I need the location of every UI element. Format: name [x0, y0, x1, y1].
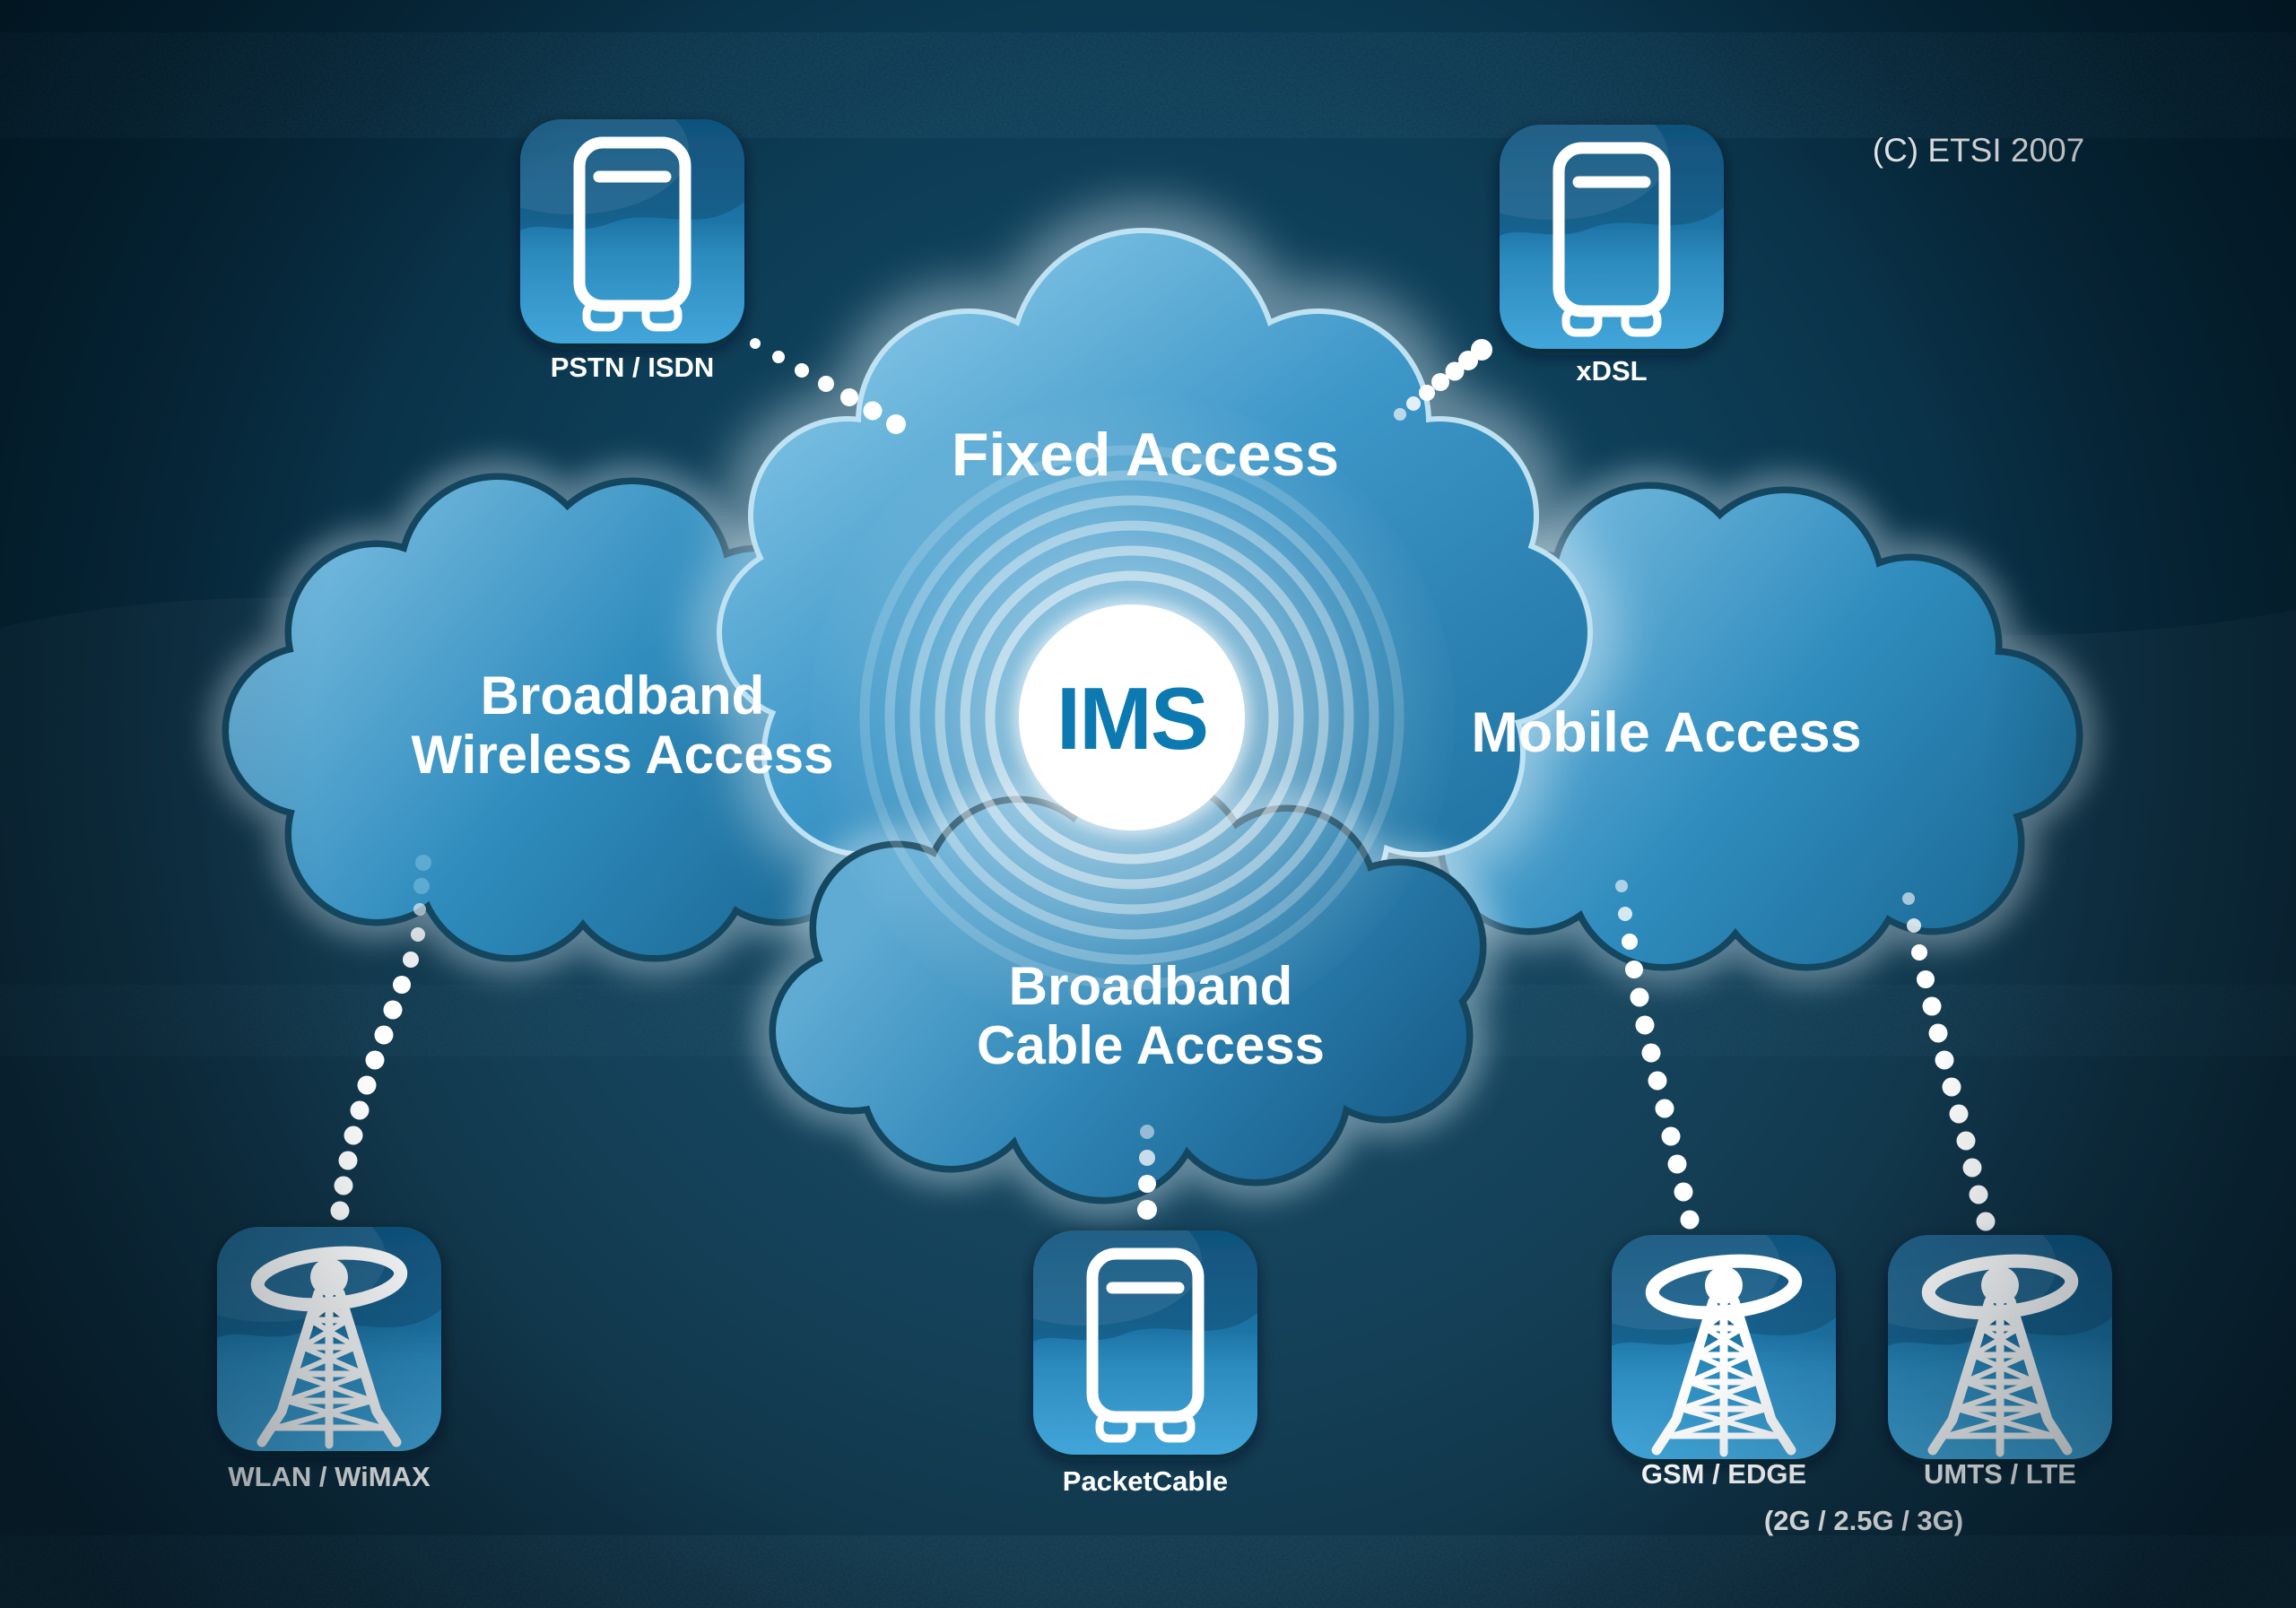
cloud-label-bwa-line1: Broadband: [481, 665, 765, 726]
device-label-pstn-isdn: PSTN / ISDN: [551, 352, 715, 383]
ims-core: IMS: [809, 395, 1455, 1040]
cloud-label-bca-line2: Cable Access: [977, 1015, 1325, 1075]
ims-label: IMS: [1057, 669, 1207, 768]
device-label-wlan-wimax: WLAN / WiMAX: [228, 1461, 430, 1492]
noise-band-bottom: [0, 1535, 2296, 1608]
noise-band-top: [0, 32, 2296, 138]
mobile-generations-label: (2G / 2.5G / 3G): [1764, 1505, 1963, 1536]
cloud-label-fixed-access: Fixed Access: [952, 421, 1339, 489]
device-label-umts-lte: UMTS / LTE: [1924, 1458, 2076, 1490]
copyright-text: (C) ETSI 2007: [1873, 132, 2084, 169]
cloud-label-mobile-access: Mobile Access: [1471, 701, 1861, 764]
device-label-gsm-edge: GSM / EDGE: [1641, 1458, 1806, 1490]
cloud-label-bwa-line2: Wireless Access: [412, 725, 834, 785]
device-label-xdsl: xDSL: [1576, 355, 1647, 387]
cloud-label-bca-line1: Broadband: [1009, 956, 1293, 1016]
device-label-packetcable: PacketCable: [1063, 1465, 1228, 1497]
